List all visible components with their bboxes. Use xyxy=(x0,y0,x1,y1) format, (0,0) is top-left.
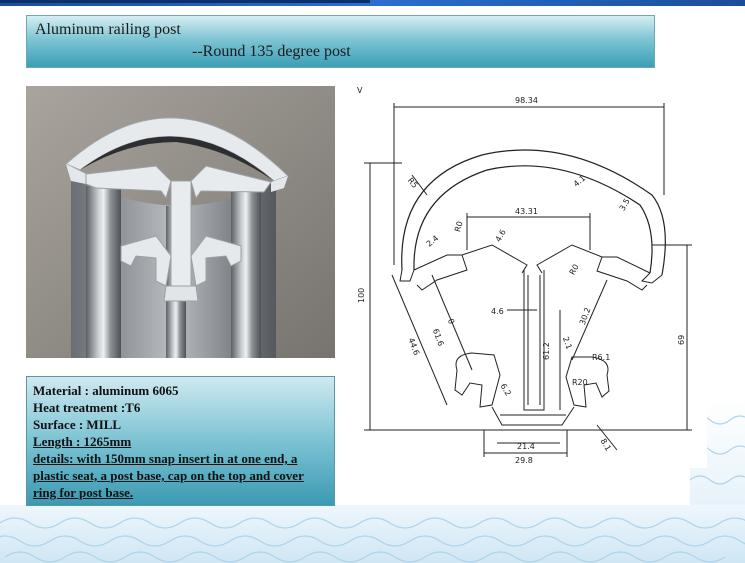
dim-height-right: 69 xyxy=(677,335,686,345)
top-bar xyxy=(0,0,745,6)
dim-small-i: 2.1 xyxy=(561,336,574,351)
dim-thickness-top: 4.1 xyxy=(572,174,588,189)
wave-decoration-bottom xyxy=(0,505,745,563)
dim-arm-left: 61.6 xyxy=(431,328,446,348)
dim-small-j: 6.2 xyxy=(499,382,513,398)
title-banner: Aluminum railing post --Round 135 degree… xyxy=(26,15,655,68)
dim-arm-right: 30.2 xyxy=(578,306,593,326)
dim-small-h: 8.1 xyxy=(599,437,613,453)
specification-box: Material : aluminum 6065 Heat treatment … xyxy=(26,376,335,506)
page-subtitle: --Round 135 degree post xyxy=(192,43,351,60)
dim-bottom-outer: 29.8 xyxy=(515,456,533,465)
dim-height: 100 xyxy=(357,288,366,303)
dim-stem-width: 4.6 xyxy=(491,307,504,316)
spec-length: Length : 1265mm xyxy=(33,434,132,449)
technical-drawing: V 98.34 43.31 100 69 29.8 21.4 61.2 4.6 … xyxy=(352,85,707,468)
dim-inner-width: 43.31 xyxy=(515,207,538,216)
spec-heat-treatment: Heat treatment :T6 xyxy=(33,400,141,415)
top-bar-accent xyxy=(0,0,370,3)
dim-bottom-inner: 21.4 xyxy=(517,442,535,451)
dim-small-g: 0 xyxy=(446,318,456,326)
spec-material: Material : aluminum 6065 xyxy=(33,383,179,398)
page-title: Aluminum railing post xyxy=(35,21,181,38)
dim-small-f: R0 xyxy=(568,263,581,277)
dim-small-b: 2.4 xyxy=(425,234,441,249)
product-photo xyxy=(26,86,335,358)
dim-small-c: 4.6 xyxy=(494,228,508,244)
spec-details: details: with 150mm snap insert in at on… xyxy=(33,451,304,500)
dim-stem-height: 61.2 xyxy=(542,342,551,360)
drawing-corner-mark: V xyxy=(357,86,363,95)
dim-radius-outer: R5 xyxy=(406,176,420,190)
dim-small-a: R0 xyxy=(453,220,464,233)
dim-width: 98.34 xyxy=(515,96,538,105)
dim-small-e: R20 xyxy=(572,378,588,387)
spec-surface: Surface : MILL xyxy=(33,417,122,432)
dim-small-d: R6.1 xyxy=(592,353,610,362)
dim-small-k: 3.5 xyxy=(618,197,632,213)
